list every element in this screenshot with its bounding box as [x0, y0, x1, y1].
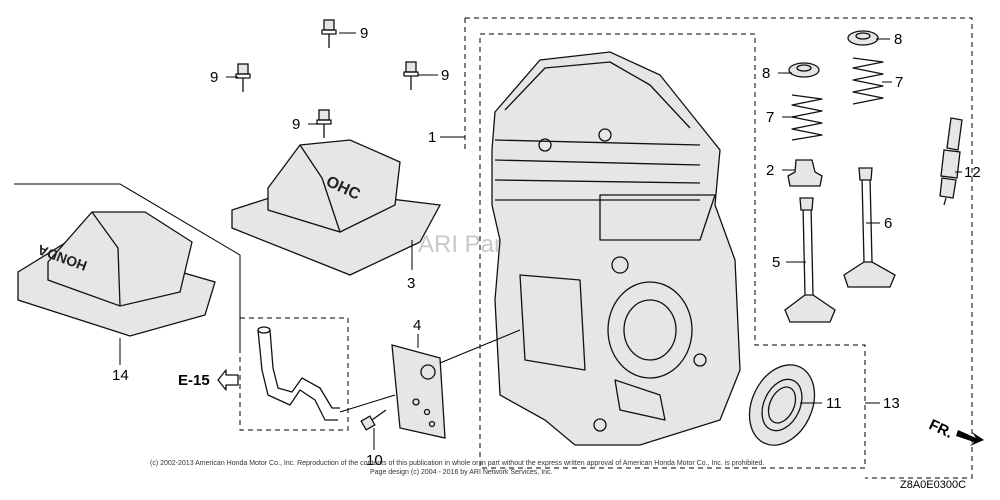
left-arrow-icon — [217, 369, 239, 391]
direction-label: FR. — [926, 416, 955, 442]
callout-p9a[interactable]: 9 — [360, 25, 368, 42]
callout-p2[interactable]: 2 — [766, 162, 774, 179]
flange-bolt[interactable] — [316, 109, 332, 138]
breather-hose[interactable] — [257, 326, 340, 421]
cover-frame-14 — [14, 183, 241, 348]
exhaust-valve[interactable] — [843, 167, 896, 288]
callout-p5[interactable]: 5 — [772, 254, 780, 271]
assembly-frame-13 — [464, 17, 973, 479]
callout-p12[interactable]: 12 — [964, 164, 981, 181]
head-cover[interactable]: OHC — [231, 139, 442, 276]
callout-p7b[interactable]: 7 — [895, 74, 903, 91]
valve-spring[interactable] — [791, 94, 823, 141]
callout-p4[interactable]: 4 — [413, 317, 421, 334]
spark-plug[interactable] — [939, 117, 963, 206]
intake-valve[interactable] — [784, 197, 836, 323]
callout-p1[interactable]: 1 — [428, 129, 436, 146]
cylinder-block[interactable] — [491, 51, 741, 446]
oil-seal[interactable] — [737, 354, 827, 455]
valve-stem-seal[interactable] — [787, 159, 823, 187]
callout-p13[interactable]: 13 — [883, 395, 900, 412]
direction-arrow-icon — [956, 430, 984, 446]
reference-e15[interactable]: E-15 — [178, 369, 239, 391]
front-direction: FR. — [926, 416, 984, 446]
diagram-code: Z8A0E0300C — [900, 479, 966, 491]
breather-plate[interactable] — [391, 344, 446, 439]
leader-lines — [119, 32, 962, 450]
callout-p10[interactable]: 10 — [366, 452, 383, 469]
callout-p6[interactable]: 6 — [884, 215, 892, 232]
hose-frame — [239, 317, 349, 431]
flange-bolt[interactable] — [403, 61, 419, 90]
reference-label: E-15 — [178, 372, 210, 389]
callout-p9c[interactable]: 9 — [441, 67, 449, 84]
callout-p8a[interactable]: 8 — [762, 65, 770, 82]
callout-p3[interactable]: 3 — [407, 275, 415, 292]
cover[interactable]: HONDA — [17, 211, 216, 337]
assembly-frame-1 — [479, 33, 866, 469]
copyright-line2: Page design (c) 2004 - 2016 by ARI Netwo… — [370, 469, 553, 476]
callout-p9d[interactable]: 9 — [292, 116, 300, 133]
spring-retainer[interactable] — [788, 62, 820, 78]
flange-bolt[interactable] — [235, 63, 251, 92]
valve-spring[interactable] — [852, 57, 884, 105]
flange-bolt[interactable] — [321, 19, 337, 48]
callout-p8b[interactable]: 8 — [894, 31, 902, 48]
callout-p7a[interactable]: 7 — [766, 109, 774, 126]
spring-retainer[interactable] — [847, 30, 879, 46]
flange-bolt[interactable] — [360, 409, 387, 431]
callout-p14[interactable]: 14 — [112, 367, 129, 384]
callout-p11[interactable]: 11 — [826, 395, 842, 412]
callout-p9b[interactable]: 9 — [210, 69, 218, 86]
copyright-line1: (c) 2002-2013 American Honda Motor Co., … — [150, 460, 764, 467]
